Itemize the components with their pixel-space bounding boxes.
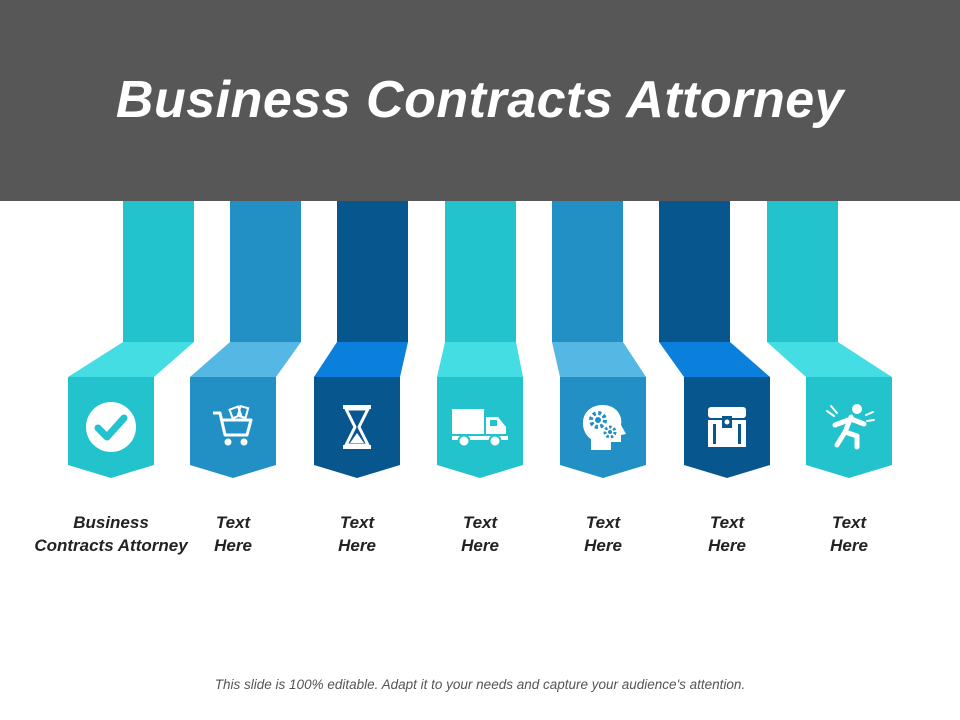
treasure-chest-icon (708, 407, 746, 447)
item-label-line: Business (73, 513, 149, 532)
ribbon-band (337, 201, 408, 342)
item-label-line: Here (214, 536, 252, 555)
ribbon-item (314, 201, 408, 478)
stressed-person-icon (826, 404, 875, 450)
ribbon-item (767, 201, 892, 478)
footer-note: This slide is 100% editable. Adapt it to… (214, 677, 746, 692)
item-label-line: Here (461, 536, 499, 555)
delivery-truck-icon (452, 409, 508, 448)
item-label-line: Here (338, 536, 376, 555)
ribbon-band (123, 201, 194, 342)
ribbon-band (552, 201, 623, 342)
check-icon (86, 402, 136, 452)
ribbon-fold (767, 342, 892, 377)
item-label-line: Text (462, 513, 498, 532)
page-title: Business Contracts Attorney (115, 71, 845, 129)
shopping-cart-icon (213, 404, 253, 446)
item-label-line: Here (830, 536, 868, 555)
item-label-line: Here (584, 536, 622, 555)
ribbon-fold (552, 342, 646, 377)
ribbon-fold (314, 342, 408, 377)
ribbon-band (230, 201, 301, 342)
ribbon-fold (190, 342, 301, 377)
ribbon-fold (659, 342, 770, 377)
ribbon-band (445, 201, 516, 342)
ribbon-item (437, 201, 523, 478)
ribbon-band (659, 201, 730, 342)
hourglass-icon (343, 405, 371, 449)
item-label-line: Text (831, 513, 867, 532)
item-label-line: Text (215, 513, 251, 532)
ribbon-band (767, 201, 838, 342)
ribbon-card (314, 377, 400, 478)
ribbon-item (659, 201, 770, 478)
item-label-line: Text (585, 513, 621, 532)
ribbon-fold (437, 342, 523, 377)
item-label-line: Text (709, 513, 745, 532)
title-banner (0, 0, 960, 201)
item-label-line: Here (708, 536, 746, 555)
item-label-line: Text (339, 513, 375, 532)
ribbon-item (190, 201, 301, 478)
ribbon-fold (68, 342, 194, 377)
ribbon-item (552, 201, 646, 478)
item-label-line: Contracts Attorney (34, 536, 188, 555)
head-gears-icon (582, 404, 626, 450)
ribbon-item (68, 201, 194, 478)
ribbon-card (190, 377, 276, 478)
